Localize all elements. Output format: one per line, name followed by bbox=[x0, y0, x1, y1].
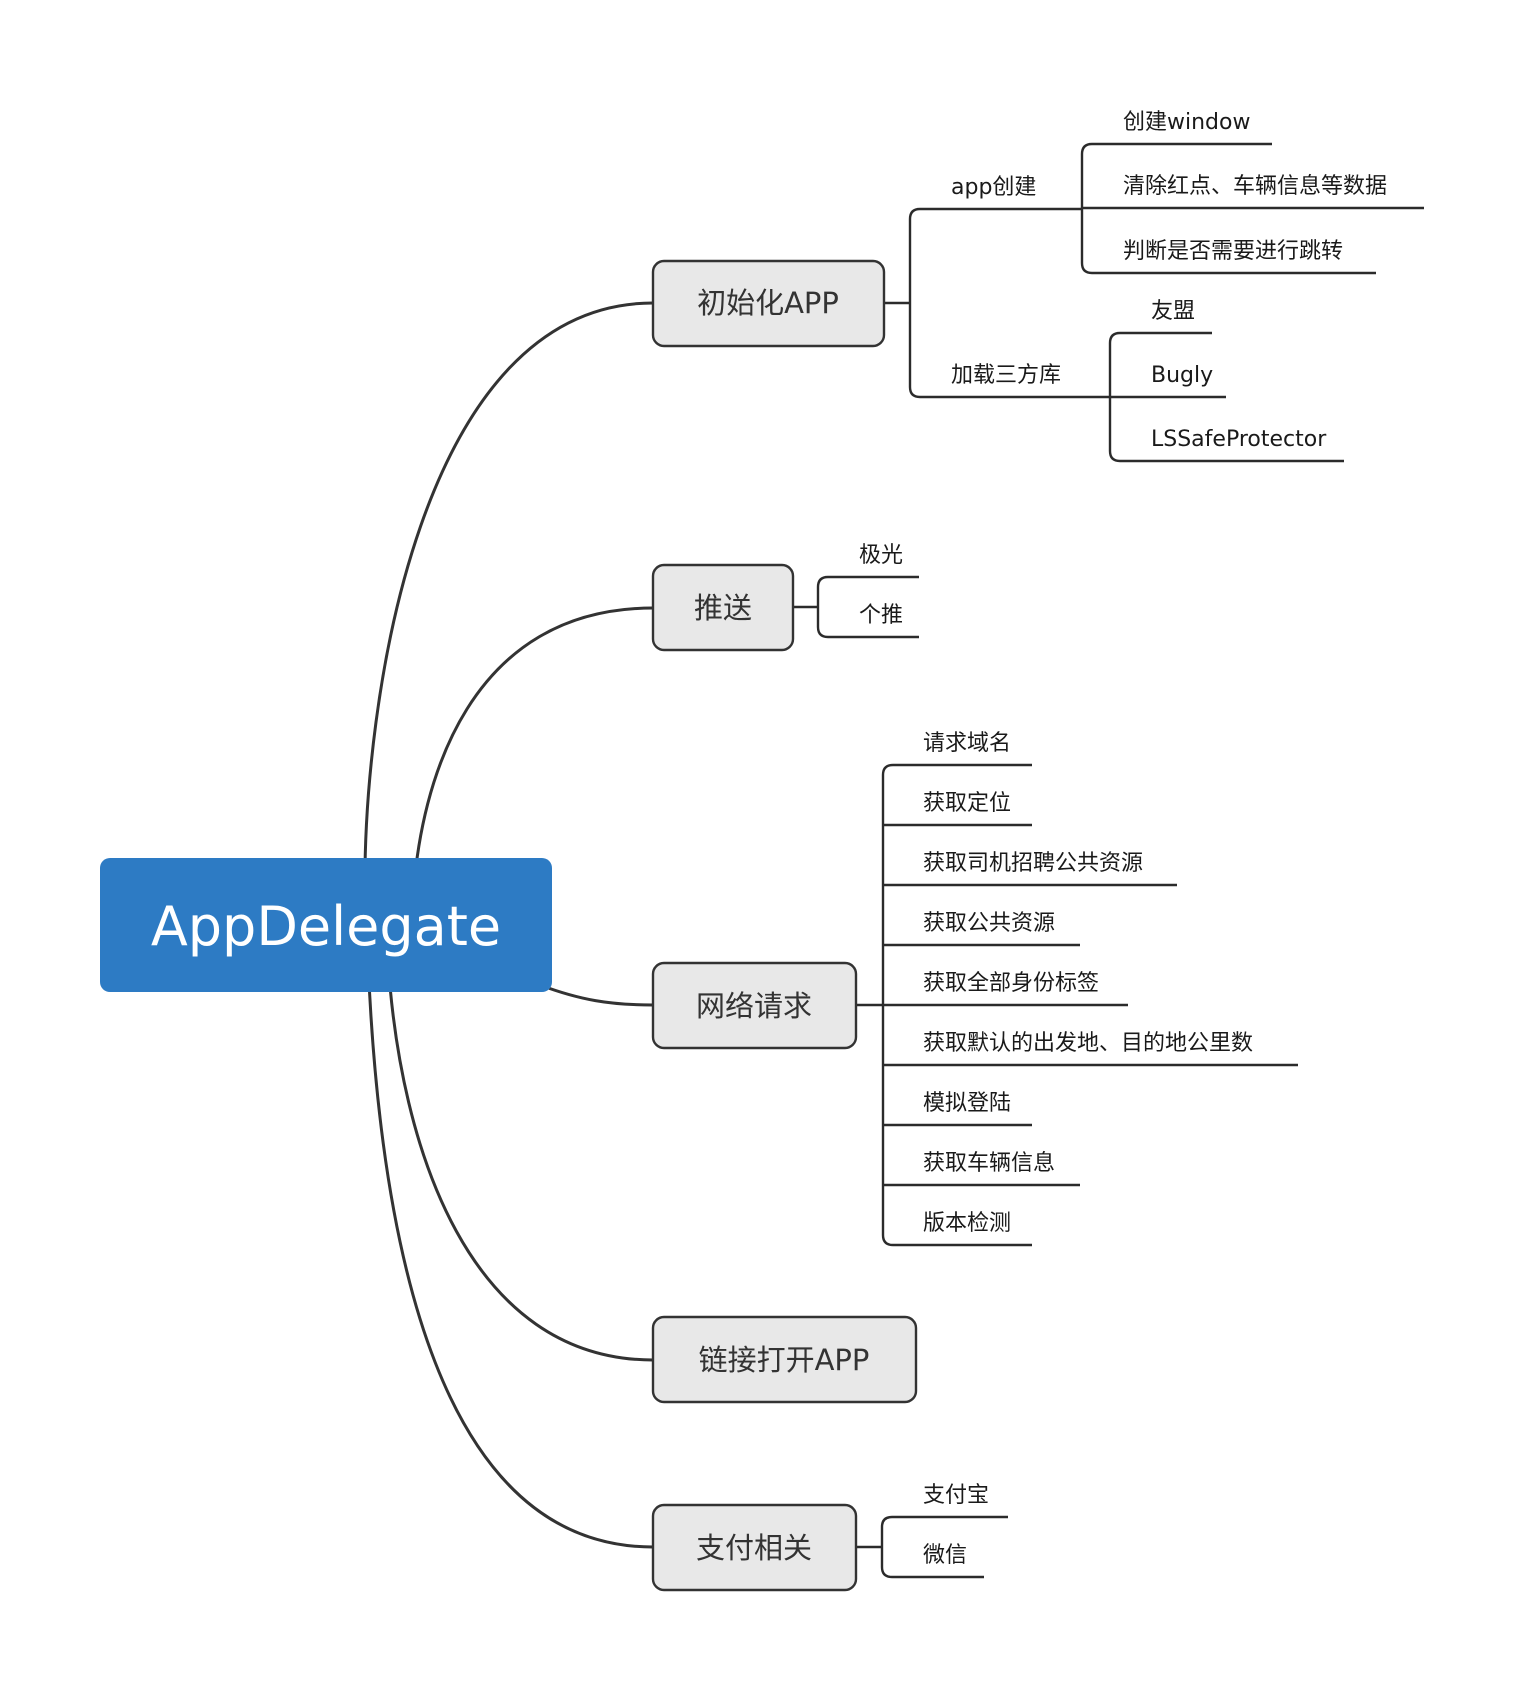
leaf-lssafeprotector[interactable]: LSSafeProtector bbox=[1151, 427, 1327, 452]
push-bracket-line-0 bbox=[816, 575, 919, 588]
leaf-label: 版本检测 bbox=[923, 1211, 1011, 1236]
leaf-wechat[interactable]: 微信 bbox=[923, 1543, 967, 1568]
edge-root-push bbox=[411, 606, 654, 901]
leaf-label: 获取车辆信息 bbox=[923, 1151, 1055, 1176]
app-create-bracket-line-0 bbox=[1080, 142, 1272, 155]
branch-node-label: 支付相关 bbox=[696, 1531, 812, 1565]
edge-root-deeplink bbox=[386, 959, 654, 1362]
payment-bracket-line-0 bbox=[880, 1515, 1008, 1528]
leaf-label: 极光 bbox=[859, 543, 903, 568]
leaf-label: 支付宝 bbox=[923, 1483, 989, 1508]
edge-root-network bbox=[539, 983, 654, 1007]
leaf-bugly[interactable]: Bugly bbox=[1151, 363, 1213, 388]
branch-node-box bbox=[651, 259, 886, 348]
leaf-label: 微信 bbox=[923, 1543, 967, 1568]
subtopic-app-create[interactable]: app创建 bbox=[951, 175, 1036, 200]
branch-node-payment[interactable]: 支付相关 bbox=[651, 1503, 858, 1592]
leaf-mock-login[interactable]: 模拟登陆 bbox=[923, 1091, 1011, 1116]
network-bracket-line-8 bbox=[881, 1234, 1032, 1247]
leaf-label: 模拟登陆 bbox=[923, 1091, 1011, 1116]
subtopic-label: 加载三方库 bbox=[951, 363, 1061, 388]
leaf-label: 获取定位 bbox=[923, 791, 1011, 816]
load-sdk-bracket-line-2 bbox=[1108, 450, 1344, 463]
branch-node-label: 网络请求 bbox=[696, 989, 812, 1023]
leaf-check-redirect[interactable]: 判断是否需要进行跳转 bbox=[1123, 239, 1343, 264]
branch-node-box bbox=[651, 1503, 858, 1592]
leaf-driver-recruit-resources[interactable]: 获取司机招聘公共资源 bbox=[923, 851, 1143, 876]
branch-node-init-app[interactable]: 初始化APP bbox=[651, 259, 886, 348]
leaf-public-resources[interactable]: 获取公共资源 bbox=[923, 911, 1055, 936]
branch-node-label: 推送 bbox=[694, 591, 752, 625]
branch-node-box bbox=[651, 961, 858, 1050]
leaf-umeng[interactable]: 友盟 bbox=[1151, 299, 1195, 324]
leaf-label: 获取司机招聘公共资源 bbox=[923, 851, 1143, 876]
payment-bracket-line-1 bbox=[880, 1566, 984, 1579]
leaf-label: 获取默认的出发地、目的地公里数 bbox=[923, 1031, 1253, 1056]
leaf-vehicle-info[interactable]: 获取车辆信息 bbox=[923, 1151, 1055, 1176]
leaf-default-distance[interactable]: 获取默认的出发地、目的地公里数 bbox=[923, 1031, 1253, 1056]
init-app-bracket-line-0 bbox=[908, 207, 1082, 220]
leaf-label: 判断是否需要进行跳转 bbox=[1123, 239, 1343, 264]
branch-node-box bbox=[651, 1315, 918, 1404]
leaf-request-domain[interactable]: 请求域名 bbox=[923, 731, 1011, 756]
app-create-bracket-line-2 bbox=[1080, 262, 1376, 275]
branch-node-network[interactable]: 网络请求 bbox=[651, 961, 858, 1050]
branch-node-label: 初始化APP bbox=[697, 286, 839, 320]
root-node-box bbox=[100, 858, 552, 992]
subtopic-label: app创建 bbox=[951, 175, 1036, 200]
branch-node-push[interactable]: 推送 bbox=[651, 563, 795, 652]
leaf-label: 请求域名 bbox=[923, 731, 1011, 756]
init-app-bracket-line-1 bbox=[908, 386, 1110, 399]
leaf-label: 清除红点、车辆信息等数据 bbox=[1123, 174, 1387, 199]
edge-root-init-app bbox=[363, 301, 654, 901]
leaf-label: Bugly bbox=[1151, 363, 1213, 388]
leaf-alipay[interactable]: 支付宝 bbox=[923, 1483, 989, 1508]
leaf-get-location[interactable]: 获取定位 bbox=[923, 791, 1011, 816]
leaf-version-check[interactable]: 版本检测 bbox=[923, 1211, 1011, 1236]
edges-layer bbox=[363, 142, 1424, 1579]
load-sdk-bracket-line-0 bbox=[1108, 331, 1212, 344]
leaf-clear-data[interactable]: 清除红点、车辆信息等数据 bbox=[1123, 174, 1387, 199]
leaf-label: 获取公共资源 bbox=[923, 911, 1055, 936]
leaf-jpush[interactable]: 极光 bbox=[859, 543, 903, 568]
root-node-label: AppDelegate bbox=[151, 895, 501, 958]
edge-root-payment bbox=[366, 959, 654, 1549]
leaf-label: LSSafeProtector bbox=[1151, 427, 1327, 452]
leaf-label: 友盟 bbox=[1151, 299, 1195, 324]
branch-node-deeplink[interactable]: 链接打开APP bbox=[651, 1315, 918, 1404]
leaf-label: 创建window bbox=[1123, 110, 1250, 135]
leaf-label: 个推 bbox=[859, 603, 903, 628]
push-bracket-line-1 bbox=[816, 626, 919, 639]
leaf-create-window[interactable]: 创建window bbox=[1123, 110, 1250, 135]
branch-node-label: 链接打开APP bbox=[699, 1343, 870, 1377]
leaf-identity-tags[interactable]: 获取全部身份标签 bbox=[923, 971, 1099, 996]
leaf-label: 获取全部身份标签 bbox=[923, 971, 1099, 996]
root-node[interactable]: AppDelegate bbox=[100, 858, 552, 992]
branch-node-box bbox=[651, 563, 795, 652]
leaf-getui[interactable]: 个推 bbox=[859, 603, 903, 628]
subtopic-load-sdks[interactable]: 加载三方库 bbox=[951, 363, 1061, 388]
network-bracket-line-0 bbox=[881, 763, 1032, 776]
